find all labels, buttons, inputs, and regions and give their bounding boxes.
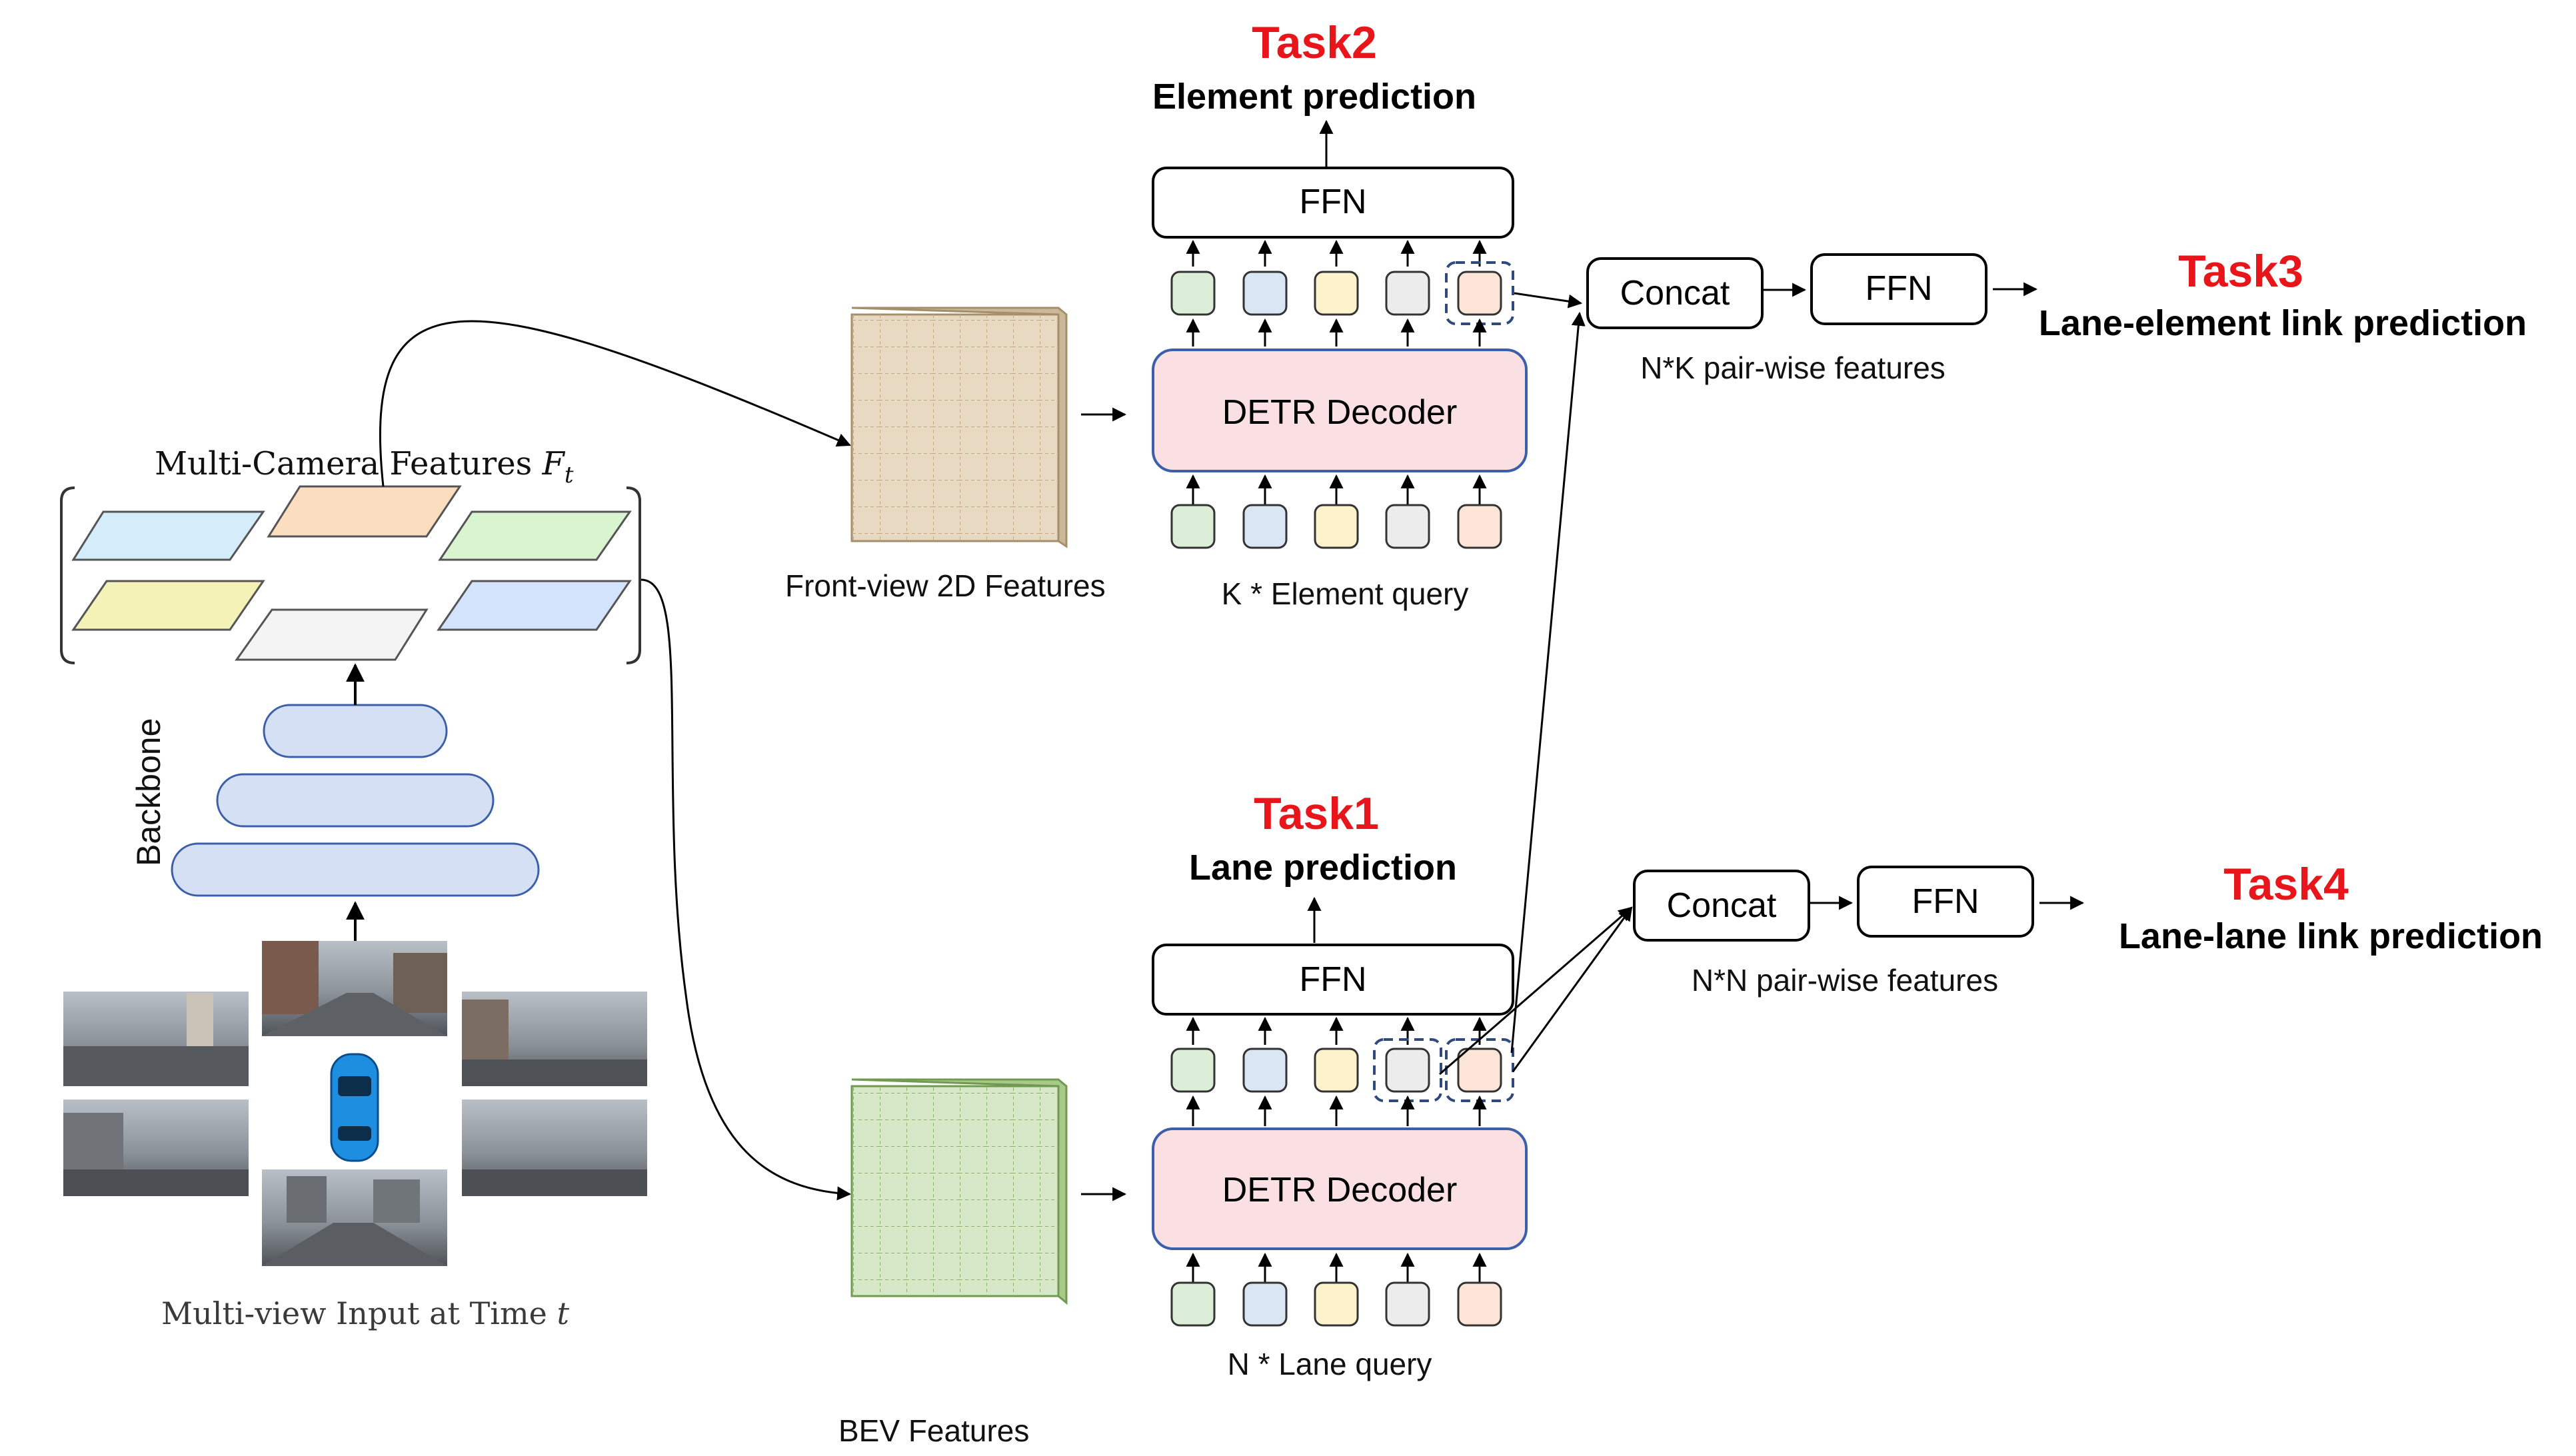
element-query-label: K * Element query xyxy=(1222,576,1469,611)
multi-view-input-label: Multi-view Input at Time t xyxy=(161,1295,569,1331)
ffn-top-block xyxy=(1152,167,1514,239)
camera-feature-planes xyxy=(71,485,632,661)
feature-plane-5 xyxy=(235,608,429,661)
nn-pairwise-label: N*N pair-wise features xyxy=(1692,963,1998,998)
lane-query-label: N * Lane query xyxy=(1228,1347,1432,1381)
output-query-bottom-4 xyxy=(1385,1048,1430,1093)
backbone-layer-1 xyxy=(263,704,448,758)
lane-query-3 xyxy=(1314,1281,1359,1327)
ffn-task3-block xyxy=(1810,253,1987,325)
output-query-bottom-3 xyxy=(1314,1048,1359,1093)
element-query-3 xyxy=(1314,504,1359,549)
ffn-task3-label: FFN xyxy=(1865,269,1932,308)
concat-bottom-block xyxy=(1633,870,1810,942)
multi-camera-features-bracket xyxy=(60,486,641,664)
feature-plane-4 xyxy=(71,580,265,631)
front-view-2d-features-label: Front-view 2D Features xyxy=(785,568,1106,603)
output-query-bottom-2 xyxy=(1242,1048,1288,1093)
task4-subtitle: Lane-lane link prediction xyxy=(2119,916,2543,956)
camera-image-front-left xyxy=(63,992,249,1086)
feature-plane-6 xyxy=(437,580,632,631)
lane-a-to-concat-bottom-arrow xyxy=(1439,906,1633,1076)
concat-top-block xyxy=(1586,257,1764,329)
multi-camera-features-label: Multi-Camera Features Ft xyxy=(155,445,574,488)
output-query-top-1 xyxy=(1170,271,1216,316)
detr-decoder-bottom-block xyxy=(1152,1127,1528,1250)
backbone-block xyxy=(171,704,540,897)
element-query-1 xyxy=(1170,504,1216,549)
element-query-5 xyxy=(1457,504,1502,549)
ffn-bottom-label: FFN xyxy=(1299,960,1366,999)
bev-features-label: BEV Features xyxy=(838,1413,1029,1448)
camera-image-front xyxy=(262,941,447,1036)
top-output-query-row xyxy=(1170,239,1514,347)
concat-top-label: Concat xyxy=(1620,274,1730,313)
car-icon xyxy=(330,1053,379,1162)
nk-pairwise-label: N*K pair-wise features xyxy=(1640,351,1945,385)
backbone-layer-2 xyxy=(216,773,495,828)
detr-decoder-bottom-label: DETR Decoder xyxy=(1222,1171,1458,1209)
lane-b-to-concat-bottom-arrow xyxy=(1512,906,1633,1072)
backbone-label: Backbone xyxy=(130,718,167,866)
lane-query-5 xyxy=(1457,1281,1502,1327)
task4-title: Task4 xyxy=(2223,859,2349,910)
task1-title: Task1 xyxy=(1254,788,1379,839)
detr-decoder-top-label: DETR Decoder xyxy=(1222,393,1458,432)
features-to-front-view-arrow xyxy=(379,320,851,487)
element-query-input-row xyxy=(1170,474,1502,549)
task2-title: Task2 xyxy=(1252,17,1377,68)
task3-subtitle: Lane-element link prediction xyxy=(2039,303,2527,343)
task2-subtitle: Element prediction xyxy=(1152,77,1476,117)
camera-image-back xyxy=(262,1169,447,1266)
lane-to-concat-top-arrow xyxy=(1510,311,1586,1054)
camera-image-back-left xyxy=(63,1099,249,1196)
bottom-output-query-row xyxy=(1170,1016,1514,1126)
lane-query-input-row xyxy=(1170,1252,1502,1327)
element-query-2 xyxy=(1242,504,1288,549)
feature-plane-2 xyxy=(267,485,462,538)
backbone-layer-3 xyxy=(171,842,540,897)
camera-image-back-right xyxy=(462,1099,647,1196)
multi-view-camera-images xyxy=(63,941,647,1266)
detr-decoder-top-block xyxy=(1152,349,1528,472)
output-query-top-5 xyxy=(1457,271,1502,316)
camera-image-front-right xyxy=(462,992,647,1086)
lane-query-4 xyxy=(1385,1281,1430,1327)
output-query-top-3 xyxy=(1314,271,1359,316)
ffn-task4-block xyxy=(1857,866,2034,938)
output-query-bottom-5 xyxy=(1457,1048,1502,1093)
ffn-top-label: FFN xyxy=(1299,183,1366,221)
task1-subtitle: Lane prediction xyxy=(1189,848,1457,888)
element-query-4 xyxy=(1385,504,1430,549)
lane-query-2 xyxy=(1242,1281,1288,1327)
concat-bottom-label: Concat xyxy=(1667,886,1777,925)
feature-plane-1 xyxy=(71,510,265,561)
output-query-top-4 xyxy=(1385,271,1430,316)
output-query-bottom-1 xyxy=(1170,1048,1216,1093)
front-view-2d-features-block xyxy=(850,307,1068,548)
feature-plane-3 xyxy=(438,510,632,561)
task3-title: Task3 xyxy=(2178,246,2303,297)
element-to-concat-top-arrow xyxy=(1514,292,1583,309)
lane-query-1 xyxy=(1170,1281,1216,1327)
ffn-task4-label: FFN xyxy=(1912,882,1979,921)
bev-features-block xyxy=(850,1078,1068,1305)
ffn-bottom-block xyxy=(1152,944,1514,1016)
features-to-bev-arrow xyxy=(641,578,852,1201)
output-query-top-2 xyxy=(1242,271,1288,316)
